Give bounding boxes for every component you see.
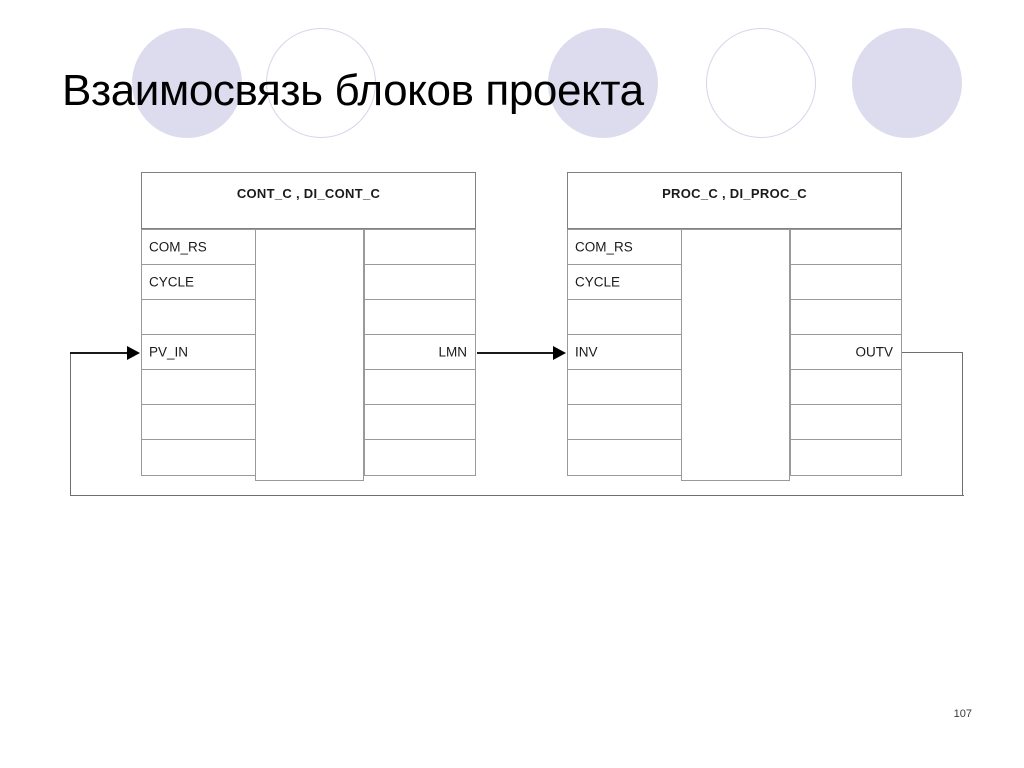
block-cont-c-output-row[interactable]: [365, 405, 475, 440]
block-cont-c-output-row[interactable]: [365, 265, 475, 300]
block-cont-c-output-row[interactable]: LMN: [365, 335, 475, 370]
page-number: 107: [953, 708, 972, 720]
block-cont-c-body: [255, 229, 364, 481]
block-cont-c-header: CONT_C , DI_CONT_C: [141, 172, 476, 229]
block-cont-c[interactable]: CONT_C , DI_CONT_C COM_RS CYCLE PV_IN LM…: [141, 172, 476, 482]
block-cont-c-input-row[interactable]: [142, 370, 255, 405]
block-cont-c-input-row[interactable]: COM_RS: [142, 230, 255, 265]
block-cont-c-input-row[interactable]: [142, 440, 255, 475]
block-cont-c-output-row[interactable]: [365, 440, 475, 475]
feedback-segment-out-right: [902, 352, 963, 354]
feedback-segment-left-up: [70, 352, 72, 496]
block-proc-c-output-row[interactable]: [791, 230, 901, 265]
page-title: Взаимосвязь блоков проекта: [62, 66, 644, 115]
block-proc-c-input-row[interactable]: [568, 405, 681, 440]
block-proc-c-input-row[interactable]: [568, 300, 681, 335]
block-proc-c-header-label: PROC_C , DI_PROC_C: [662, 186, 807, 201]
block-cont-c-input-row[interactable]: PV_IN: [142, 335, 255, 370]
block-cont-c-input-row[interactable]: CYCLE: [142, 265, 255, 300]
connector-lmn-to-inv-arrowhead: [553, 346, 566, 360]
block-proc-c-body: [681, 229, 790, 481]
output-label-lmn: LMN: [438, 344, 467, 360]
input-label-inv: INV: [575, 344, 598, 360]
input-label-cycle: CYCLE: [575, 274, 621, 290]
block-cont-c-input-row[interactable]: [142, 405, 255, 440]
block-proc-c[interactable]: PROC_C , DI_PROC_C COM_RS CYCLE INV OUTV: [567, 172, 902, 482]
block-cont-c-output-row[interactable]: [365, 370, 475, 405]
block-cont-c-output-row[interactable]: [365, 300, 475, 335]
block-proc-c-output-column: OUTV: [790, 229, 902, 476]
connector-lmn-to-inv-line: [477, 352, 557, 354]
block-cont-c-input-row[interactable]: [142, 300, 255, 335]
input-label-com-rs: COM_RS: [575, 239, 633, 255]
block-cont-c-output-row[interactable]: [365, 230, 475, 265]
block-proc-c-header: PROC_C , DI_PROC_C: [567, 172, 902, 229]
block-proc-c-output-row[interactable]: [791, 405, 901, 440]
input-label-com-rs: COM_RS: [149, 239, 207, 255]
block-proc-c-output-row[interactable]: OUTV: [791, 335, 901, 370]
block-proc-c-input-row[interactable]: COM_RS: [568, 230, 681, 265]
feedback-segment-into-pv-in: [70, 352, 132, 354]
feedback-arrowhead-pv-in: [127, 346, 140, 360]
feedback-segment-right-down: [962, 352, 964, 496]
block-proc-c-input-row[interactable]: CYCLE: [568, 265, 681, 300]
block-proc-c-output-row[interactable]: [791, 370, 901, 405]
block-cont-c-input-column: COM_RS CYCLE PV_IN: [141, 229, 256, 476]
feedback-segment-bottom: [70, 495, 964, 497]
block-proc-c-output-row[interactable]: [791, 300, 901, 335]
block-cont-c-header-label: CONT_C , DI_CONT_C: [236, 186, 381, 201]
block-proc-c-output-row[interactable]: [791, 265, 901, 300]
block-proc-c-input-row[interactable]: [568, 370, 681, 405]
block-proc-c-input-row[interactable]: [568, 440, 681, 475]
input-label-cycle: CYCLE: [149, 274, 195, 290]
output-label-outv: OUTV: [855, 344, 893, 360]
input-label-pv-in: PV_IN: [149, 344, 189, 360]
block-proc-c-input-column: COM_RS CYCLE INV: [567, 229, 682, 476]
block-proc-c-input-row[interactable]: INV: [568, 335, 681, 370]
block-proc-c-output-row[interactable]: [791, 440, 901, 475]
block-cont-c-output-column: LMN: [364, 229, 476, 476]
